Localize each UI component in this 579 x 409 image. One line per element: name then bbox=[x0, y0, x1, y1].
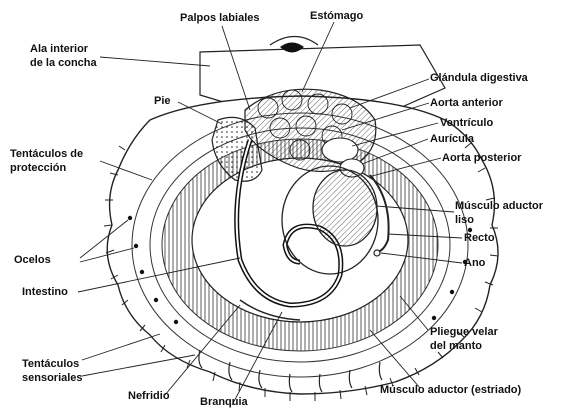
label-musculo-aductor-estriado: Músculo aductor (estriado) bbox=[380, 384, 521, 396]
label-tentaculos-sensoriales-2: sensoriales bbox=[22, 372, 83, 384]
label-tentaculos-sensoriales-1: Tentáculos bbox=[22, 358, 79, 370]
label-pliegue-velar: Pliegue velar bbox=[430, 326, 498, 338]
label-estomago: Estómago bbox=[310, 10, 363, 22]
label-nefridio: Nefridio bbox=[128, 390, 170, 402]
label-tentaculos-proteccion-1: Tentáculos de bbox=[10, 148, 83, 160]
label-glandula-digestiva: Glándula digestiva bbox=[430, 72, 528, 84]
label-de-la-concha: de la concha bbox=[30, 57, 97, 69]
label-aorta-anterior: Aorta anterior bbox=[430, 97, 503, 109]
smooth-adductor-muscle bbox=[313, 170, 377, 246]
label-pie: Pie bbox=[154, 95, 171, 107]
label-musculo-aductor-liso-1: Músculo aductor bbox=[455, 200, 543, 212]
label-branquia: Branquia bbox=[200, 396, 248, 408]
label-ano: Ano bbox=[464, 257, 485, 269]
label-tentaculos-proteccion-2: protección bbox=[10, 162, 66, 174]
label-ala-interior: Ala interior bbox=[30, 43, 88, 55]
anus bbox=[374, 250, 380, 256]
label-musculo-aductor-liso-2: liso bbox=[455, 214, 474, 226]
label-auricula: Aurícula bbox=[430, 133, 474, 145]
label-del-manto: del manto bbox=[430, 340, 482, 352]
label-intestino: Intestino bbox=[22, 286, 68, 298]
label-palpos-labiales: Palpos labiales bbox=[180, 12, 259, 24]
hinge-ligament bbox=[280, 43, 304, 53]
label-ventriculo: Ventrículo bbox=[440, 117, 493, 129]
label-aorta-posterior: Aorta posterior bbox=[442, 152, 521, 164]
label-recto: Recto bbox=[464, 232, 495, 244]
label-ocelos: Ocelos bbox=[14, 254, 51, 266]
